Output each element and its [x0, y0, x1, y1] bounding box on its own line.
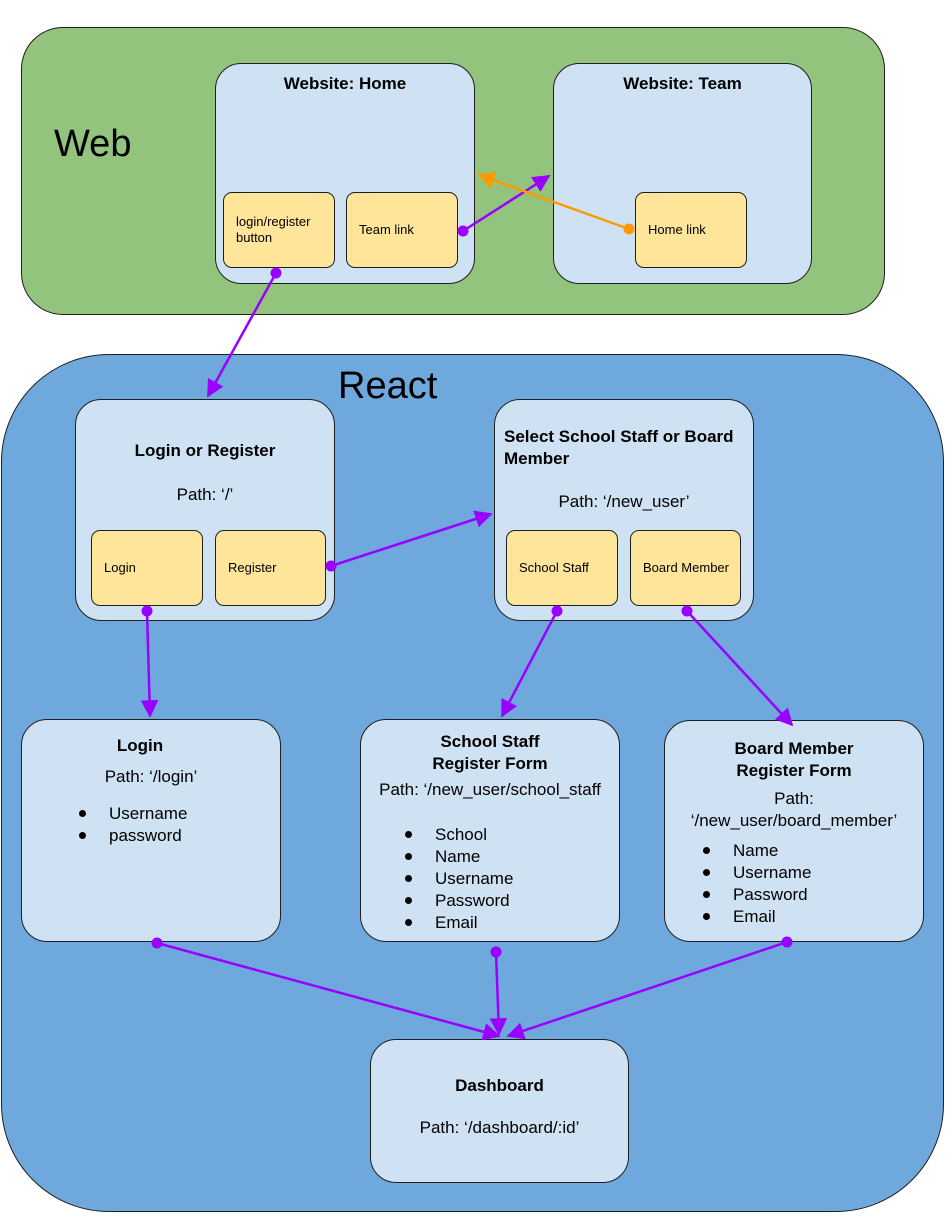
login-field-list: Username password — [75, 803, 187, 847]
board-member-field: Username — [699, 862, 811, 884]
home-link-button[interactable]: Home link — [635, 192, 747, 268]
login-button[interactable]: Login — [91, 530, 203, 606]
edge-login-register-button-to-login-or-register — [206, 267, 282, 398]
board-member-form-path: Path: ‘/new_user/board_member’ — [690, 789, 898, 830]
select-role-title: Select School Staff or Board Member — [504, 427, 734, 468]
dashboard-path: Path: ‘/dashboard/:id’ — [419, 1118, 580, 1137]
school-staff-field: Password — [401, 890, 513, 912]
board-member-field-list: Name Username Password Email — [699, 840, 811, 928]
school-staff-form-node — [360, 719, 620, 942]
team-link-button[interactable]: Team link — [346, 192, 458, 268]
login-or-register-title: Login or Register — [134, 441, 276, 460]
school-staff-field: School — [401, 824, 513, 846]
edge-team-link-to-website-team — [457, 174, 551, 237]
edge-school-staff-to-school-staff-form — [500, 605, 563, 718]
board-member-form-node — [664, 720, 924, 942]
react-region-label: React — [338, 365, 438, 407]
school-staff-button[interactable]: School Staff — [506, 530, 618, 606]
login-register-button[interactable]: login/register button — [223, 192, 335, 268]
edge-login-to-dashboard — [151, 937, 501, 1041]
login-node — [21, 719, 281, 942]
login-or-register-path: Path: ‘/’ — [176, 485, 234, 504]
edge-board-member-to-board-member-form — [681, 605, 794, 727]
register-button[interactable]: Register — [215, 530, 326, 606]
edge-board-member-form-to-dashboard — [506, 936, 793, 1040]
login-field: Username — [75, 803, 187, 825]
school-staff-field-list: School Name Username Password Email — [401, 824, 513, 934]
edge-school-staff-form-to-dashboard — [489, 946, 508, 1036]
website-team-title: Website: Team — [623, 74, 742, 93]
board-member-field: Name — [699, 840, 811, 862]
board-member-form-title: Board Member Register Form — [734, 739, 854, 780]
edge-home-link-to-website-home — [477, 172, 635, 235]
school-staff-field: Email — [401, 912, 513, 934]
login-title: Login — [116, 736, 164, 755]
school-staff-form-title: School Staff Register Form — [432, 732, 548, 773]
school-staff-field: Name — [401, 846, 513, 868]
school-staff-field: Username — [401, 868, 513, 890]
edge-login-button-to-login — [140, 605, 159, 718]
login-path: Path: ‘/login’ — [104, 767, 198, 786]
board-member-field: Email — [699, 906, 811, 928]
board-member-field: Password — [699, 884, 811, 906]
edge-register-to-select-role — [325, 510, 493, 572]
dashboard-title: Dashboard — [455, 1076, 544, 1095]
dashboard-node — [370, 1039, 629, 1183]
login-field: password — [75, 825, 187, 847]
school-staff-form-path: Path: ‘/new_user/school_staff — [379, 780, 601, 799]
board-member-button[interactable]: Board Member — [630, 530, 741, 606]
website-home-title: Website: Home — [283, 74, 407, 93]
web-region-label: Web — [54, 123, 132, 165]
select-role-path: Path: ‘/new_user’ — [558, 492, 690, 511]
